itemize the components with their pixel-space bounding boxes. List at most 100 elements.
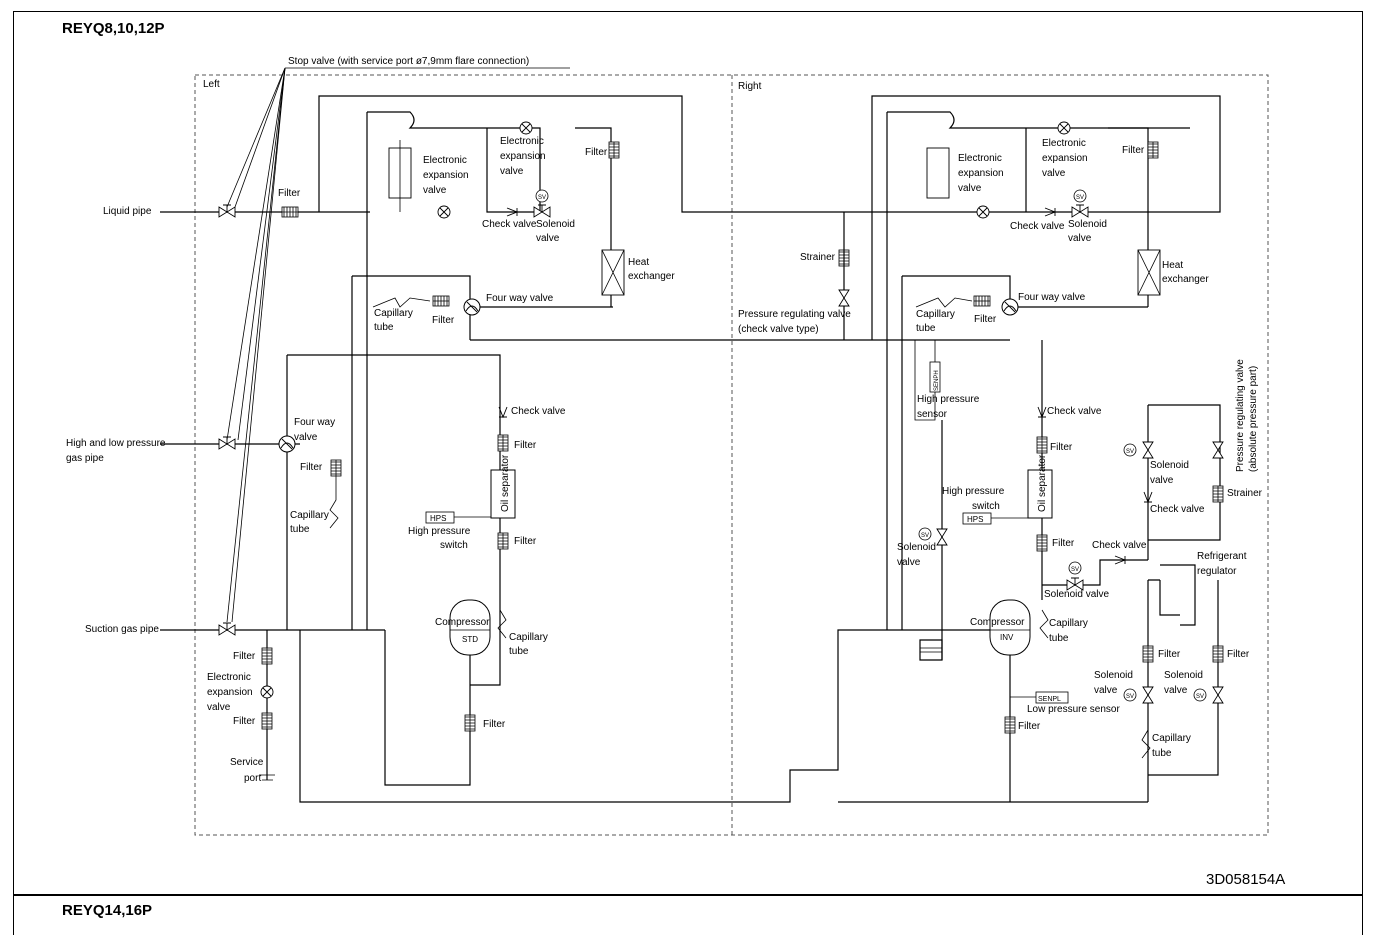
eev-b-label-1: Electronic <box>500 136 544 147</box>
left-hps-box <box>425 511 455 524</box>
refrigerant-regulator <box>1148 564 1196 626</box>
right-prv-abs[interactable] <box>1212 441 1224 459</box>
liquid-pipe-label: Liquid pipe <box>103 206 152 217</box>
right-solenoid-4-sv <box>1068 561 1082 575</box>
check-valve-2-label: Check valve <box>511 406 566 417</box>
r-solenoid-5-label-2: valve <box>1094 685 1118 696</box>
right-inner-pipes <box>886 111 1190 630</box>
r-solenoid-5-label-1: Solenoid <box>1094 670 1133 681</box>
eev-a-label-1: Electronic <box>423 155 467 166</box>
right-solenoid-5-sv <box>1123 688 1137 702</box>
right-filter-top <box>1147 141 1159 159</box>
r-solenoid-label-1: Solenoid <box>1068 219 1107 230</box>
left-filter-6 <box>261 647 273 665</box>
hl-gas-pipe-label-2: gas pipe <box>66 453 104 464</box>
main-connection-pipes <box>160 211 385 631</box>
oil-separator-label: Oil separator <box>500 454 511 512</box>
four-way-top-label: Four way valve <box>486 293 554 304</box>
right-eev-b-loop <box>1025 127 1149 307</box>
prv-label-1: Pressure regulating valve <box>738 309 851 320</box>
r-solenoid-3-label-2: valve <box>897 557 921 568</box>
right-solenoid-sv <box>1073 189 1087 203</box>
right-solenoid-3[interactable] <box>936 528 948 546</box>
r-solenoid-4-label: Solenoid valve <box>1044 589 1109 600</box>
strainer-label: Strainer <box>800 252 836 263</box>
right-solenoid-valve[interactable] <box>1071 204 1089 218</box>
liquid-stop-valve[interactable] <box>218 204 236 218</box>
left-eev-b-loop <box>486 127 612 307</box>
right-filter-6 <box>1004 716 1016 734</box>
right-filter-3 <box>1036 534 1048 552</box>
right-solenoid-5[interactable] <box>1142 686 1154 704</box>
compressor-label: Compressor <box>435 617 490 628</box>
left-solenoid-sv <box>535 189 549 203</box>
left-filter-4 <box>497 532 509 550</box>
left-eev-a[interactable] <box>437 205 451 219</box>
left-eev-c[interactable] <box>260 685 274 699</box>
left-solenoid-valve[interactable] <box>533 204 551 218</box>
senpl-label: SENPL <box>1038 696 1061 703</box>
r-filter-top-label: Filter <box>1122 145 1145 156</box>
right-four-way-valve[interactable] <box>1001 298 1019 316</box>
heat-exchanger-label-1: Heat <box>628 257 649 268</box>
r-hps-label-2: switch <box>972 501 1000 512</box>
high-pressure-line <box>469 315 1010 341</box>
right-solenoid-6[interactable] <box>1212 686 1224 704</box>
gas-stop-valve[interactable] <box>218 436 236 450</box>
hps-label: HPS <box>430 514 446 523</box>
hps-desc-1: High pressure <box>408 526 471 537</box>
four-way-left-label-1: Four way <box>294 417 335 428</box>
right-heat-exchanger-coil <box>926 147 950 199</box>
capillary-top-label-1: Capillary <box>374 308 413 319</box>
filter-7-label: Filter <box>233 716 256 727</box>
refrig-reg-label-1: Refrigerant <box>1197 551 1247 562</box>
left-filter-7 <box>261 712 273 730</box>
suction-gas-pipe-label: Suction gas pipe <box>85 624 159 635</box>
left-inner-pipes <box>351 111 613 630</box>
r-compressor-tag: INV <box>1000 633 1014 642</box>
hp-sensor-label-2: sensor <box>917 409 948 420</box>
right-strainer-2 <box>1212 485 1224 503</box>
service-port-label-2: port <box>244 773 261 784</box>
r-oil-separator-label: Oil separator <box>1037 454 1048 512</box>
eev-c-label-1: Electronic <box>207 672 251 683</box>
filter-3-label: Filter <box>300 462 323 473</box>
r-capillary-top-label-1: Capillary <box>916 309 955 320</box>
bottom-return-pipes <box>299 629 1148 803</box>
suction-stop-valve[interactable] <box>218 622 236 636</box>
right-filter-4 <box>1142 645 1154 663</box>
capillary-comp-label-2: tube <box>509 646 529 657</box>
solenoid-label-2: valve <box>536 233 560 244</box>
eev-b-label-2: expansion <box>500 151 546 162</box>
filter-2-label: Filter <box>514 440 537 451</box>
left-eev-b[interactable] <box>519 121 533 135</box>
right-solenoid-2[interactable] <box>1142 441 1154 459</box>
prv-abs-label-1: Pressure regulating valve <box>1235 359 1246 472</box>
model-title-bottom: REYQ14,16P <box>62 902 153 919</box>
r-capillary-top-label-2: tube <box>916 323 936 334</box>
left-four-way-valve[interactable] <box>278 435 296 453</box>
filter-6-label: Filter <box>233 651 256 662</box>
eev-c-label-3: valve <box>207 702 231 713</box>
r-capillary-bottom-label-1: Capillary <box>1152 733 1191 744</box>
right-eev-b[interactable] <box>1057 121 1071 135</box>
r-eev-b-label-1: Electronic <box>1042 138 1086 149</box>
capillary-comp-label-1: Capillary <box>509 632 548 643</box>
right-solenoid-6-sv <box>1193 688 1207 702</box>
r-eev-b-label-3: valve <box>1042 168 1066 179</box>
left-filter-mid <box>432 295 450 307</box>
hl-gas-pipe-label-1: High and low pressure <box>66 438 166 449</box>
eev-a-label-2: expansion <box>423 170 469 181</box>
refrig-reg-label-2: regulator <box>1197 566 1237 577</box>
r-filter-2-label: Filter <box>1050 442 1073 453</box>
filter-label: Filter <box>278 188 301 199</box>
r-four-way-label: Four way valve <box>1018 292 1086 303</box>
left-four-way-valve-top[interactable] <box>463 298 481 316</box>
r-check-valve-4-label: Check valve <box>1092 540 1147 551</box>
right-eev-a[interactable] <box>976 205 990 219</box>
capillary-left-label-2: tube <box>290 524 310 535</box>
right-pressure-regulating-valve[interactable] <box>838 289 850 307</box>
compressor-tag: STD <box>462 635 478 644</box>
r-hps-tag: HPS <box>967 515 983 524</box>
